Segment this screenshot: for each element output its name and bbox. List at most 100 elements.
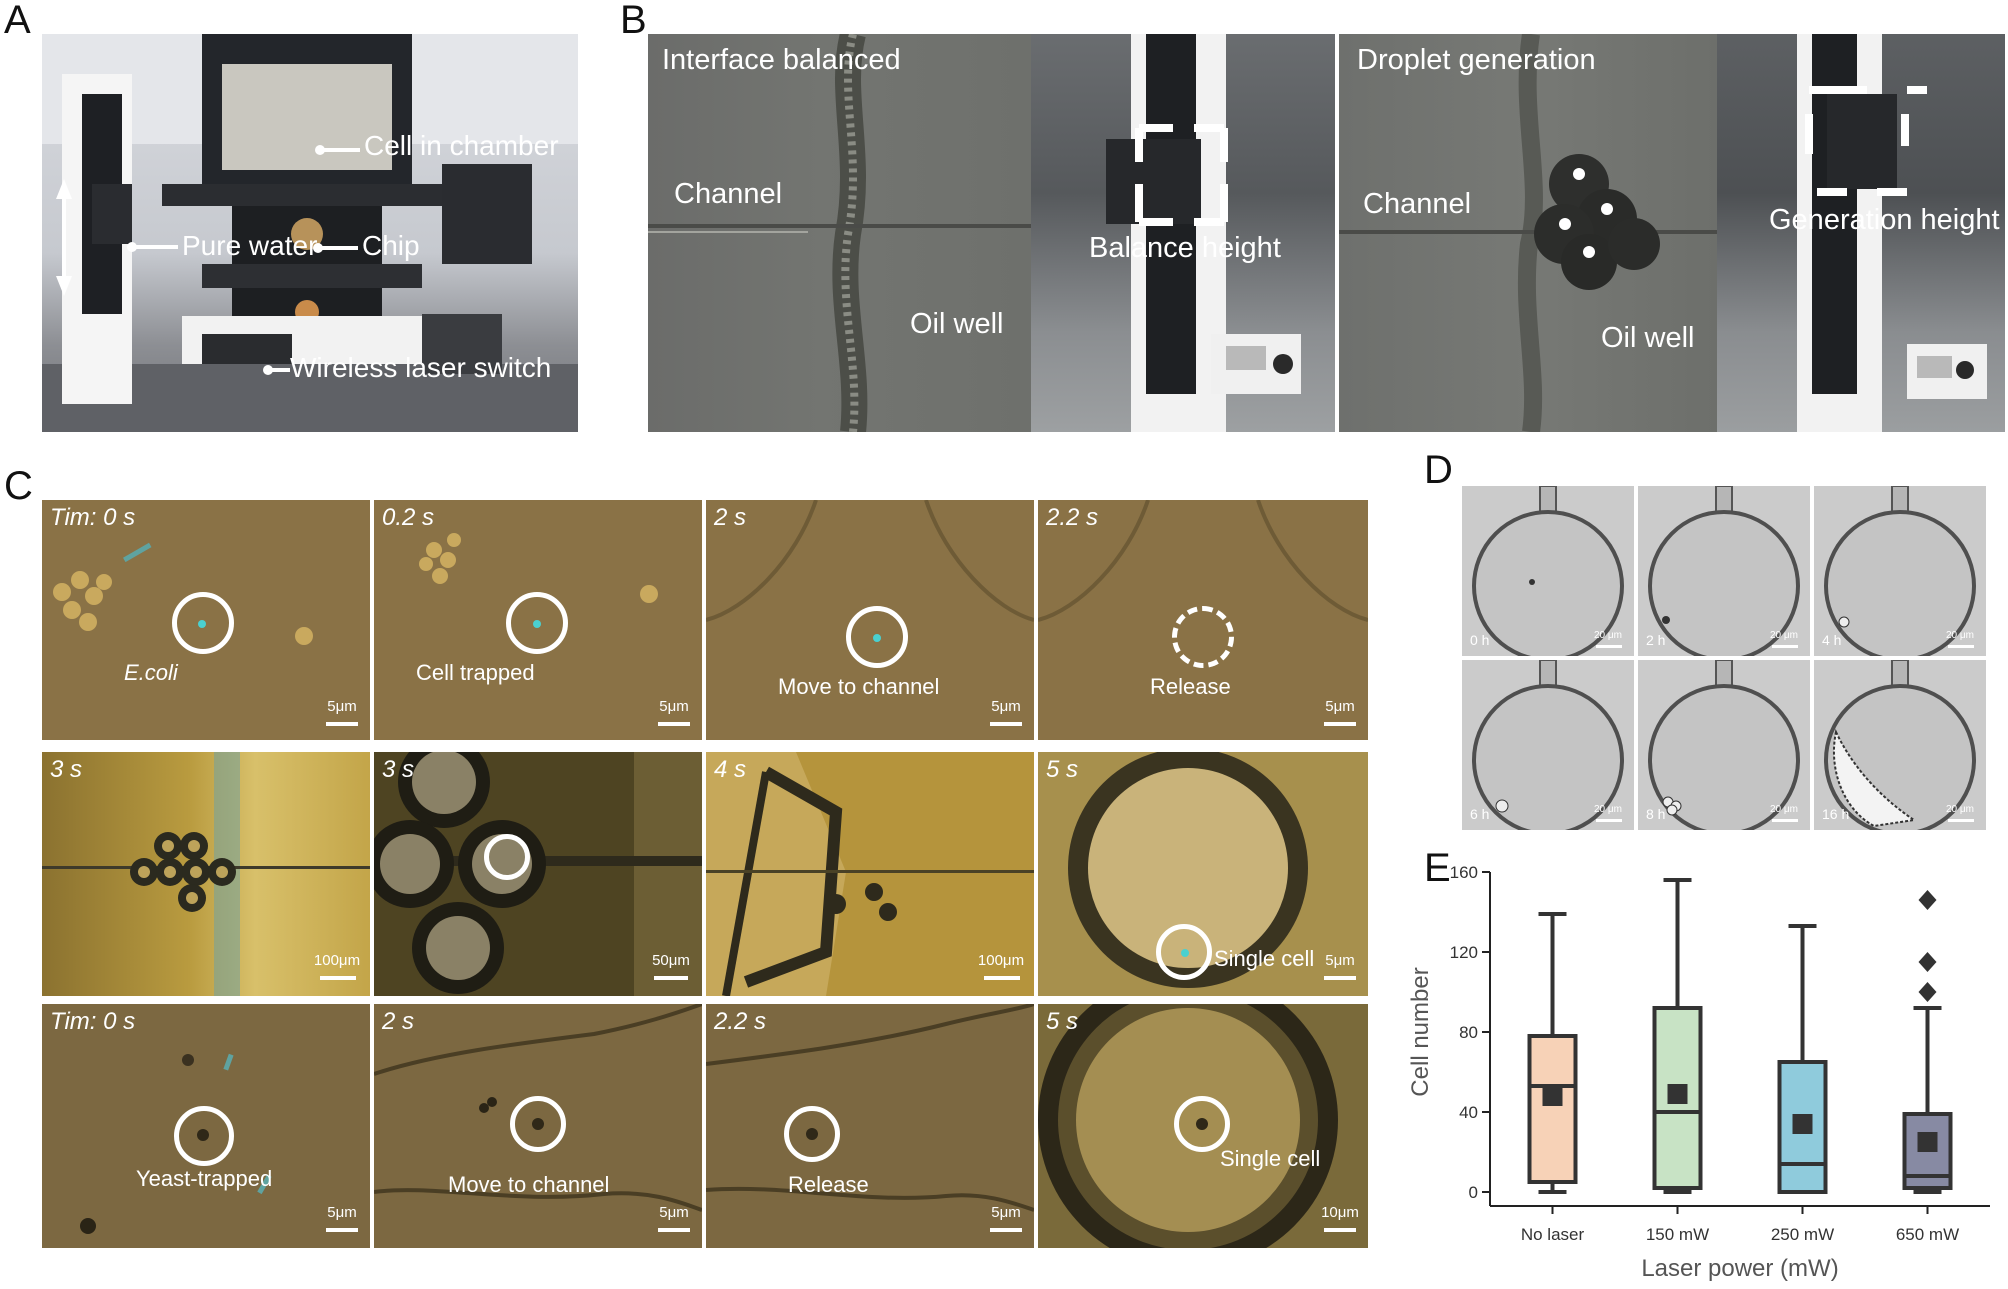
c-r3-scalebar-1 bbox=[658, 1228, 690, 1232]
c-r3-time-1: 2 s bbox=[382, 1008, 415, 1035]
panel-a-label: A bbox=[4, 0, 31, 42]
droplet-drawing bbox=[1339, 34, 1717, 432]
outlier-marker bbox=[1918, 890, 1937, 910]
d-scale-3: 20 μm bbox=[1594, 804, 1622, 815]
outlier-marker bbox=[1918, 952, 1937, 972]
d-tile-6h: 6 h 20 μm bbox=[1462, 660, 1634, 830]
release-dashed-circle bbox=[1172, 606, 1234, 668]
c-r3-release-tile: 2.2 s Release 5μm bbox=[706, 1004, 1034, 1248]
chamber-drawing bbox=[1824, 486, 1976, 656]
c-r3-scale-0: 5μm bbox=[327, 1204, 357, 1221]
channel-walls-drawing bbox=[706, 1004, 1034, 1212]
c-r3-time-3: 5 s bbox=[1046, 1008, 1079, 1035]
d-scalebar-3 bbox=[1596, 819, 1622, 822]
callout-chip: Chip bbox=[362, 230, 420, 261]
trap-circle bbox=[846, 606, 908, 668]
c-r3-caption-3: Single cell bbox=[1220, 1146, 1321, 1171]
d-tile-8h: 8 h 20 μm bbox=[1638, 660, 1810, 830]
c-r2-scale-1: 50μm bbox=[652, 952, 690, 969]
chamber-drawing bbox=[1824, 660, 1976, 830]
c-r1-scalebar-2 bbox=[990, 722, 1022, 726]
callout-pure-water: Pure water bbox=[182, 230, 318, 261]
interface-drawing bbox=[648, 34, 1031, 432]
c-r2-scalebar-2 bbox=[984, 976, 1020, 980]
callout-cell-in-chamber: Cell in chamber bbox=[364, 130, 559, 161]
c-r2-single-cell-tile: 5 s Single cell 5μm bbox=[1038, 752, 1368, 996]
c-r1-scale-1: 5μm bbox=[659, 698, 689, 715]
yeast-cell bbox=[806, 1128, 818, 1140]
c-r3-scale-1: 5μm bbox=[659, 1204, 689, 1221]
droplet-well-drawing bbox=[1068, 752, 1308, 988]
y-tick-label: 80 bbox=[1459, 1023, 1478, 1042]
c-r2-scalebar-3 bbox=[1324, 976, 1356, 980]
c-r1-scalebar-1 bbox=[658, 722, 690, 726]
d-time-3: 6 h bbox=[1470, 806, 1490, 822]
c-r3-caption-1: Move to channel bbox=[448, 1172, 610, 1197]
panel-b-droplet-micrograph: Droplet generation Channel Oil well bbox=[1339, 34, 1717, 432]
mean-marker bbox=[1792, 1114, 1813, 1134]
c-r2-droplets-tile: 3 s 100μm bbox=[42, 752, 370, 996]
c-r1-move-tile: 2 s Move to channel 5μm bbox=[706, 500, 1034, 740]
trapped-cell bbox=[873, 634, 881, 642]
b-left-oil-well: Oil well bbox=[910, 308, 1004, 340]
c-r3-scale-3: 10μm bbox=[1321, 1204, 1359, 1221]
c-r2-time-2: 4 s bbox=[714, 756, 747, 783]
c-r1-trapped-tile: 0.2 s Cell trapped 5μm bbox=[374, 500, 702, 740]
d-time-1: 2 h bbox=[1646, 632, 1666, 648]
trapped-cell bbox=[198, 620, 206, 628]
d-scalebar-5 bbox=[1948, 819, 1974, 822]
trap-circle bbox=[1174, 1096, 1230, 1152]
c-r2-time-1: 3 s bbox=[382, 756, 415, 783]
chamber-drawing bbox=[1648, 486, 1800, 656]
yeast-cell bbox=[532, 1118, 544, 1130]
c-r2-caption-3: Single cell bbox=[1214, 946, 1315, 971]
box-iqr bbox=[1652, 1006, 1703, 1190]
d-tile-16h: 16 h 20 μm bbox=[1814, 660, 1986, 830]
d-time-0: 0 h bbox=[1470, 632, 1490, 648]
c-r1-caption-3: Release bbox=[1150, 674, 1231, 699]
c-r2-time-3: 5 s bbox=[1046, 756, 1079, 783]
b-right-title: Droplet generation bbox=[1357, 44, 1596, 76]
c-r1-release-tile: 2.2 s Release 5μm bbox=[1038, 500, 1368, 740]
panel-b-generation-photo: Generation height bbox=[1717, 34, 2005, 432]
trap-circle bbox=[172, 592, 234, 654]
y-axis-title: Cell number bbox=[1407, 967, 1434, 1096]
d-scalebar-4 bbox=[1772, 819, 1798, 822]
trap-circle bbox=[484, 834, 530, 880]
channel-walls-drawing bbox=[1038, 500, 1368, 622]
mean-marker bbox=[1667, 1084, 1688, 1104]
d-time-5: 16 h bbox=[1822, 806, 1850, 822]
c-r3-scalebar-0 bbox=[326, 1228, 358, 1232]
outlier-marker bbox=[1918, 982, 1937, 1002]
trapped-cells-drawing bbox=[419, 533, 658, 603]
trap-circle bbox=[784, 1106, 840, 1162]
microscope-illustration bbox=[42, 34, 578, 432]
x-axis-title: Laser power (mW) bbox=[1641, 1255, 1838, 1282]
chamber-drawing bbox=[1472, 486, 1624, 656]
panel-b-balance-photo: Balance height bbox=[1031, 34, 1335, 432]
c-r3-scalebar-2 bbox=[990, 1228, 1022, 1232]
chamber-drawing bbox=[1648, 660, 1800, 830]
b-right-oil-well: Oil well bbox=[1601, 322, 1695, 354]
y-tick-label: 40 bbox=[1459, 1103, 1478, 1122]
c-r1-ecoli-tile: Tim: 0 s E.coli 5μm bbox=[42, 500, 370, 740]
y-tick-label: 0 bbox=[1469, 1183, 1478, 1202]
mean-marker bbox=[1542, 1086, 1563, 1106]
c-r3-time-2: 2.2 s bbox=[714, 1008, 767, 1035]
trap-circle bbox=[506, 592, 568, 654]
c-r1-time-3: 2.2 s bbox=[1046, 504, 1099, 531]
c-r2-scalebar-0 bbox=[320, 976, 356, 980]
mean-marker bbox=[1917, 1132, 1938, 1152]
c-r1-time-0: Tim: 0 s bbox=[50, 504, 136, 531]
d-tile-4h: 4 h 20 μm bbox=[1814, 486, 1986, 656]
d-time-2: 4 h bbox=[1822, 632, 1842, 648]
droplet-cluster-drawing bbox=[42, 752, 370, 996]
c-r3-scale-2: 5μm bbox=[991, 1204, 1021, 1221]
x-tick-label: 650 mW bbox=[1896, 1225, 1959, 1244]
c-r3-single-cell-tile: 5 s Single cell 10μm bbox=[1038, 1004, 1368, 1248]
b-generation-height: Generation height bbox=[1769, 204, 2000, 236]
channel-walls-drawing bbox=[374, 1004, 702, 1212]
d-time-4: 8 h bbox=[1646, 806, 1666, 822]
panel-c-label: C bbox=[4, 464, 33, 508]
c-r2-scalebar-1 bbox=[654, 976, 688, 980]
